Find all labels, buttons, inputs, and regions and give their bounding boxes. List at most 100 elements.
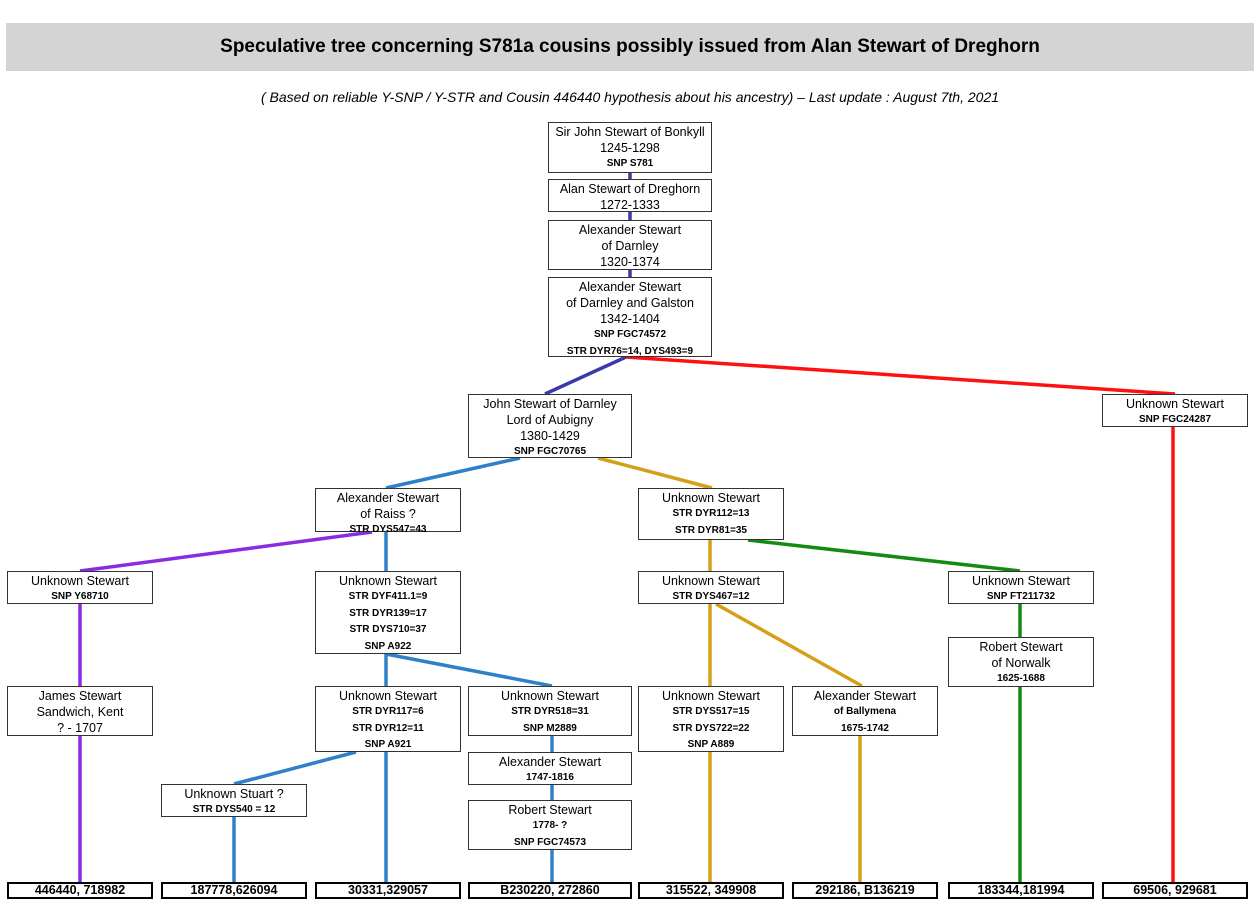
person-detail: STR DYS517=15 (672, 706, 750, 717)
person-detail: of Darnley (601, 239, 659, 253)
red-line-group (625, 355, 1176, 882)
person-detail: SNP A921 (364, 739, 412, 750)
person-detail: 1342-1404 (600, 312, 660, 326)
person-detail: STR DYS467=12 (672, 591, 750, 602)
person-node: Alexander Stewart 1747-1816 (468, 752, 632, 785)
person-detail: of Raiss ? (360, 507, 416, 521)
person-name: Unknown Stewart (339, 574, 437, 588)
person-node: Unknown Stuart ? STR DYS540 = 12 (161, 784, 307, 817)
person-name: Robert Stewart (979, 640, 1063, 654)
person-detail: Lord of Aubigny (506, 413, 594, 427)
person-name: Alan Stewart of Dreghorn (559, 182, 701, 196)
person-name: Alexander Stewart (578, 223, 682, 237)
person-detail: of Ballymena (833, 706, 897, 717)
person-name: Unknown Stewart (339, 689, 437, 703)
person-name: Unknown Stewart (662, 574, 760, 588)
connector (79, 530, 373, 573)
person-name: John Stewart of Darnley (483, 397, 617, 411)
person-detail: of Norwalk (991, 656, 1051, 670)
main-line-group (544, 173, 632, 396)
person-detail: STR DYS540 = 12 (192, 804, 276, 815)
kit-box: 315522, 349908 (638, 882, 784, 899)
person-detail: SNP M2889 (523, 722, 577, 734)
person-name: Alexander Stewart (578, 280, 682, 294)
connector (625, 355, 1176, 396)
person-detail: 1625-1688 (997, 673, 1045, 684)
person-detail: SNP A889 (687, 739, 735, 750)
diagram-subtitle: ( Based on reliable Y-SNP / Y-STR and Co… (260, 89, 1000, 105)
blue-line-group (232, 456, 554, 882)
person-detail: 1747-1816 (526, 772, 574, 783)
person-detail: STR DYR112=13 (672, 508, 750, 519)
connector (385, 456, 521, 490)
connector (715, 602, 863, 688)
green-line-group (747, 538, 1022, 882)
person-detail: STR DYR518=31 (511, 706, 589, 717)
person-detail: SNP Y68710 (51, 591, 109, 602)
person-detail: STR DYR81=35 (675, 524, 747, 536)
person-node: Alexander Stewart of Raiss ? STR DYS547=43 (315, 488, 461, 535)
person-name: Unknown Stewart (1126, 397, 1224, 411)
person-name: Unknown Stuart ? (184, 787, 284, 801)
person-detail: STR DYS722=22 (672, 722, 750, 734)
person-detail: of Darnley and Galston (566, 296, 694, 310)
kit-box: 446440, 718982 (7, 882, 153, 899)
person-detail: 1245-1298 (600, 141, 660, 155)
connector (747, 538, 1021, 573)
connector (385, 652, 553, 688)
person-detail: 1380-1429 (520, 429, 580, 443)
person-name: Unknown Stewart (501, 689, 599, 703)
purple-line-group (78, 530, 373, 882)
kit-box: 30331,329057 (315, 882, 461, 899)
diagram-title: Speculative tree concerning S781a cousin… (6, 23, 1254, 71)
person-node: Alexander Stewart of Darnley and Galston 1… (548, 277, 712, 357)
kit-box: 69506, 929681 (1102, 882, 1248, 899)
person-detail: 1320-1374 (600, 255, 660, 269)
person-detail: STR DYS710=37 (349, 624, 427, 635)
person-name: Alexander Stewart (336, 491, 440, 505)
person-node: Alexander Stewart of Darnley 1320-1374 (548, 220, 712, 270)
person-name: Alexander Stewart (813, 689, 917, 703)
person-name: Unknown Stewart (31, 574, 129, 588)
person-detail: SNP A922 (364, 640, 412, 652)
person-detail: 1272-1333 (600, 198, 660, 212)
person-node: Alan Stewart of Dreghorn 1272-1333 (548, 179, 712, 212)
person-detail: SNP FGC74572 (593, 329, 667, 340)
gold-line-group (597, 456, 863, 882)
person-detail: SNP FGC70765 (513, 446, 587, 457)
person-name: Alexander Stewart (498, 755, 602, 769)
kit-box: 292186, B136219 (792, 882, 938, 899)
person-name: James Stewart (38, 689, 122, 703)
person-detail: SNP S781 (606, 158, 654, 169)
person-detail: STR DYF411.1=9 (348, 591, 428, 602)
person-name: Unknown Stewart (662, 491, 760, 505)
connector (597, 456, 713, 490)
person-detail: SNP FGC24287 (1138, 414, 1212, 425)
kit-box: 183344,181994 (948, 882, 1094, 899)
person-name: Sir John Stewart of Bonkyll (555, 125, 705, 139)
connector (544, 355, 627, 396)
connector (233, 750, 357, 786)
person-name: Unknown Stewart (662, 689, 760, 703)
person-detail: 1778- ? (532, 820, 568, 831)
person-detail: STR DYR139=17 (349, 607, 427, 619)
person-detail: Sandwich, Kent (36, 705, 124, 719)
person-detail: STR DYS547=43 (349, 524, 427, 535)
kit-box: 187778,626094 (161, 882, 307, 899)
person-detail: STR DYR12=11 (352, 722, 424, 734)
